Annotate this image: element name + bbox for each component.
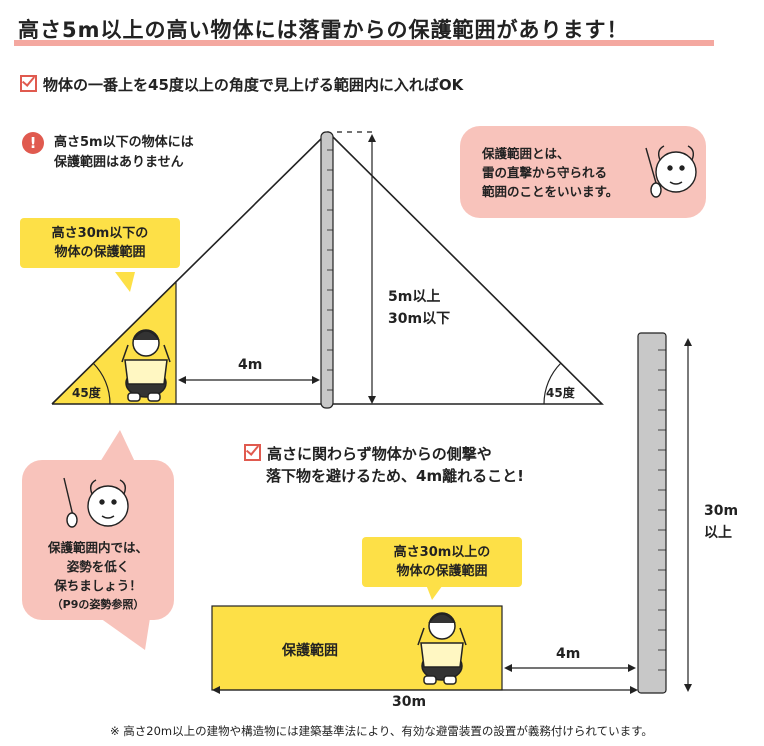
crouching-person-figure-2 <box>417 612 467 685</box>
label-under-30m: 高さ30m以下の 物体の保護範囲 <box>20 218 180 268</box>
checkbox-icon-2 <box>244 444 261 461</box>
height-bottom-line1: 30m <box>704 503 739 519</box>
pole-scale <box>327 149 333 391</box>
footnote: ※ 高さ20m以上の建物や構造物には建築基準法により、有効な避雷装置の設置が義務… <box>110 724 653 738</box>
distance-label-bottom: 4m <box>556 646 581 662</box>
label-over-30m-line1: 高さ30m以上の <box>393 545 491 560</box>
height-bottom-line2: 以上 <box>704 525 732 541</box>
warning-icon: ! <box>22 132 44 154</box>
distance-label-top: 4m <box>238 357 263 373</box>
width-label-bottom: 30m <box>392 694 427 710</box>
label-under-30m-line2: 物体の保護範囲 <box>54 245 146 260</box>
crouching-person-figure <box>121 329 171 402</box>
bubble-left-line3: 保ちましょう！ <box>54 578 142 593</box>
label-over-30m: 高さ30m以上の 物体の保護範囲 <box>362 537 522 587</box>
check-item-distance: 高さに関わらず物体からの側撃や 落下物を避けるため、4m離れること! <box>244 443 524 487</box>
height-label-bottom: 30m 以上 <box>704 500 738 544</box>
label-over-30m-line2: 物体の保護範囲 <box>396 564 488 579</box>
check-item-angle-text: 物体の一番上を45度以上の角度で見上げる範囲内に入ればOK <box>43 76 464 94</box>
height-label-top: 5m以上 30m以下 <box>388 286 450 330</box>
bubble-top-line2: 雷の直撃から守られる <box>482 165 608 180</box>
bubble-left-line1: 保護範囲内では、 <box>47 540 148 555</box>
angle-label-left: 45度 <box>72 386 101 400</box>
professor-face-icon-2 <box>63 477 129 528</box>
bubble-top-line3: 範囲のことをいいます。 <box>482 184 619 199</box>
speech-bubble-top-shape <box>460 126 706 218</box>
check-item-angle: 物体の一番上を45度以上の角度で見上げる範囲内に入ればOK <box>20 74 463 95</box>
bubble-left-line4: （P9の姿勢参照） <box>51 598 145 611</box>
warning-text: 高さ5m以下の物体には 保護範囲はありません <box>54 133 194 173</box>
page-title: 高さ5m以上の高い物体には落雷からの保護範囲があります！ <box>18 18 629 42</box>
warning-line1: 高さ5m以下の物体には <box>54 135 194 150</box>
title-underline <box>14 40 714 46</box>
bubble-left-line2: 姿勢を低く <box>66 559 130 574</box>
bubble-top-line1: 保護範囲とは、 <box>482 146 570 161</box>
checkbox-icon <box>20 75 37 92</box>
height-top-line1: 5m以上 <box>388 289 441 305</box>
professor-face-icon <box>645 145 697 198</box>
check2-line1: 高さに関わらず物体からの側撃や <box>267 445 492 463</box>
pole-30m <box>637 332 667 694</box>
label-under-30m-line1: 高さ30m以下の <box>51 226 149 241</box>
pole-30m-scale <box>658 349 666 671</box>
speech-bubble-left-shape <box>22 430 174 650</box>
warning-line2: 保護範囲はありません <box>54 155 184 170</box>
speech-bubble-left: 保護範囲内では、 姿勢を低く 保ちましょう！ （P9の姿勢参照） <box>30 538 166 614</box>
zone-label: 保護範囲 <box>282 643 338 659</box>
angle-label-right: 45度 <box>546 386 575 400</box>
height-top-line2: 30m以下 <box>388 311 451 327</box>
speech-bubble-top: 保護範囲とは、 雷の直撃から守られる 範囲のことをいいます。 <box>482 144 618 201</box>
check2-line2: 落下物を避けるため、4m離れること! <box>266 467 524 485</box>
